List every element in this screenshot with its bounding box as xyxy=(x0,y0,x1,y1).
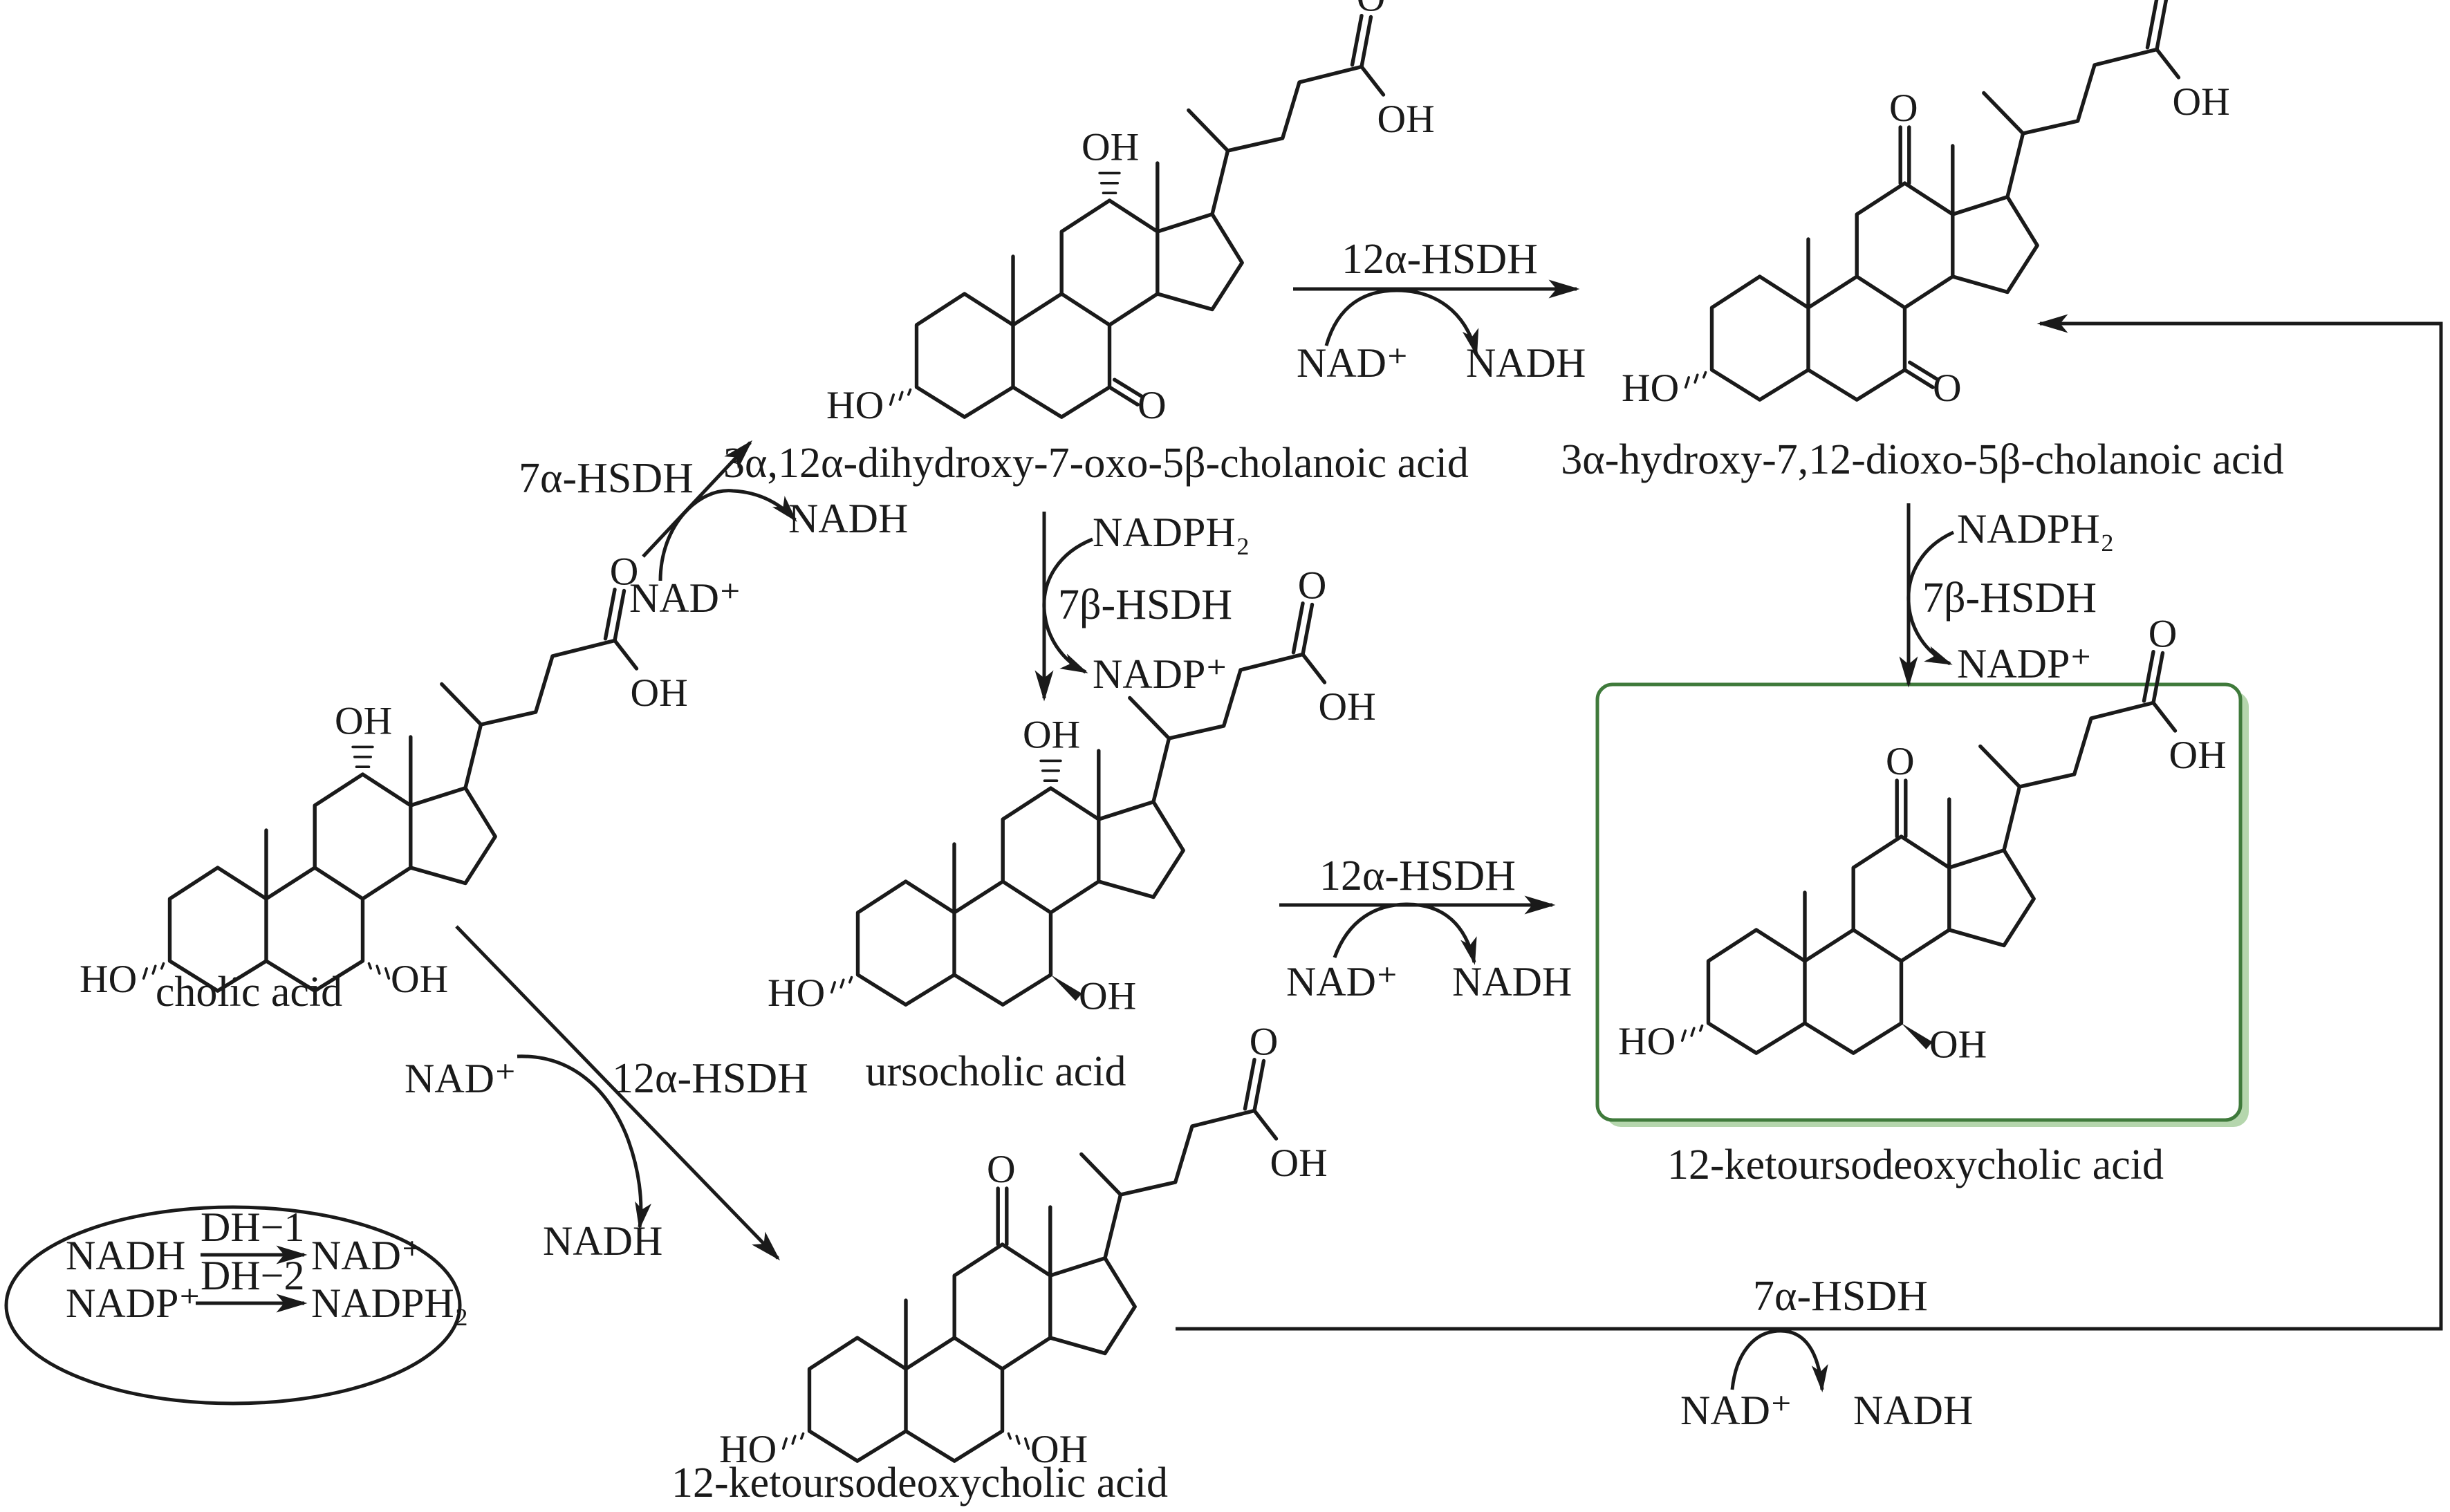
atom-label-o: O xyxy=(2149,613,2178,656)
atom-label-oh: OH xyxy=(1023,713,1080,757)
reaction-arrow-r7: 7α-HSDH NAD⁺ NADH xyxy=(1176,314,2443,1433)
atom-label-oh: OH xyxy=(1319,685,1376,729)
cofactor-in: NAD⁺ xyxy=(1286,959,1398,1005)
compound-dioxo-intermediate: HO O O O OH xyxy=(1622,0,2230,410)
enzyme-label: 12α-HSDH xyxy=(1342,236,1538,283)
atom-label-o: O xyxy=(1933,366,1962,410)
cofactor-out: NADH xyxy=(788,496,908,541)
cofactor-out: NADH xyxy=(543,1218,662,1264)
cofactor-in: NADPH₂ xyxy=(1957,506,2115,552)
atom-label-oh: OH xyxy=(335,700,392,743)
atom-label-oh: OH xyxy=(2173,80,2230,124)
regeneration-ellipse xyxy=(4,1205,462,1406)
regen-substrate: NADP⁺ xyxy=(66,1280,201,1326)
compound-label: 12-ketoursodeoxycholic acid xyxy=(1667,1141,2164,1188)
atom-label-o: O xyxy=(1298,564,1327,608)
atom-label-ho: HO xyxy=(826,384,884,427)
atom-label-oh: OH xyxy=(391,958,448,1001)
reaction-arrow-r1: 7α-HSDH NAD⁺ NADH xyxy=(519,440,908,621)
atom-label-ho: HO xyxy=(80,958,137,1001)
atom-label-oh: OH xyxy=(1030,1428,1088,1471)
atom-label-o: O xyxy=(1138,384,1167,427)
cofactor-out: NADP⁺ xyxy=(1093,651,1227,697)
compound-label: 3α-hydroxy-7,12-dioxo-5β-cholanoic acid xyxy=(1561,436,2283,483)
atom-label-o: O xyxy=(610,550,639,594)
atom-label-oh: OH xyxy=(1377,97,1435,141)
cofactor-regeneration-panel: NADH DH−1 NAD⁺ NADP⁺ DH−2 NADPH₂ xyxy=(4,1204,469,1406)
cofactor-in: NAD⁺ xyxy=(1680,1388,1792,1433)
atom-label-oh: OH xyxy=(1079,975,1136,1018)
cofactor-in: NAD⁺ xyxy=(405,1056,517,1101)
atom-label-oh: OH xyxy=(1082,126,1139,169)
target-highlight-box xyxy=(1595,682,2249,1127)
reaction-arrow-r3: NADPH₂ 7β-HSDH NADP⁺ xyxy=(1034,510,1250,702)
regen-enzyme: DH−2 xyxy=(201,1253,305,1298)
cofactor-in: NAD⁺ xyxy=(629,575,741,621)
atom-label-o: O xyxy=(1250,1020,1279,1064)
atom-label-o: O xyxy=(987,1148,1016,1191)
compound-label: ursocholic acid xyxy=(865,1048,1126,1095)
enzyme-label: 12α-HSDH xyxy=(1319,852,1516,899)
reaction-arrow-r6: 12α-HSDH NAD⁺ NADH xyxy=(405,925,808,1264)
compound-7-oxo-intermediate: HO O OH O OH xyxy=(826,0,1435,427)
atom-label-o: O xyxy=(1357,0,1386,19)
atom-label-o: O xyxy=(1886,740,1915,783)
regen-product: NADPH₂ xyxy=(311,1280,469,1326)
enzyme-label: 7β-HSDH xyxy=(1922,575,2097,622)
enzyme-label: 7β-HSDH xyxy=(1058,581,1232,628)
reaction-arrow-r5: 12α-HSDH NAD⁺ NADH xyxy=(1279,852,1572,1005)
cofactor-out: NADH xyxy=(1466,340,1586,386)
enzyme-label: 7α-HSDH xyxy=(519,455,694,502)
enzyme-label: 7α-HSDH xyxy=(1753,1273,1928,1320)
compound-label: cholic acid xyxy=(156,969,342,1016)
cofactor-in: NADPH₂ xyxy=(1093,510,1250,555)
compound-label: 3α,12α-dihydroxy-7-oxo-5β-cholanoic acid xyxy=(723,440,1469,487)
cofactor-in: NAD⁺ xyxy=(1297,340,1409,386)
atom-label-o: O xyxy=(2152,0,2181,2)
reaction-arrow-r4: NADPH₂ 7β-HSDH NADP⁺ xyxy=(1899,503,2115,688)
atom-label-oh: OH xyxy=(1929,1023,1987,1067)
cofactor-out: NADH xyxy=(1853,1388,1973,1433)
cofactor-out: NADH xyxy=(1452,959,1572,1005)
reaction-arrow-r2: 12α-HSDH NAD⁺ NADH xyxy=(1293,236,1586,386)
compound-12-ketoursodeoxycholic-acid-target: HO OH O O OH xyxy=(1618,613,2227,1067)
compound-cholic-acid: HO OH OH O OH xyxy=(80,550,688,1002)
atom-label-oh: OH xyxy=(1270,1141,1328,1185)
atom-label-oh: OH xyxy=(630,671,687,715)
atom-label-ho: HO xyxy=(768,971,825,1015)
compound-12-keto-7alpha: HO OH O O OH xyxy=(719,1020,1328,1472)
compound-ursocholic-acid: HO OH OH O OH xyxy=(768,564,1376,1018)
cofactor-out: NADP⁺ xyxy=(1957,641,2092,687)
regen-substrate: NADH xyxy=(66,1233,185,1278)
regen-enzyme: DH−1 xyxy=(201,1204,305,1250)
atom-label-ho: HO xyxy=(1622,366,1679,410)
atom-label-ho: HO xyxy=(1618,1020,1676,1063)
enzyme-label: 12α-HSDH xyxy=(612,1055,808,1102)
atom-label-ho: HO xyxy=(719,1428,777,1471)
atom-label-oh: OH xyxy=(2169,734,2227,777)
compound-label: 12-ketoursodeoxycholic acid xyxy=(671,1459,1168,1506)
regen-product: NAD⁺ xyxy=(311,1233,423,1278)
atom-label-o: O xyxy=(1889,86,1918,130)
